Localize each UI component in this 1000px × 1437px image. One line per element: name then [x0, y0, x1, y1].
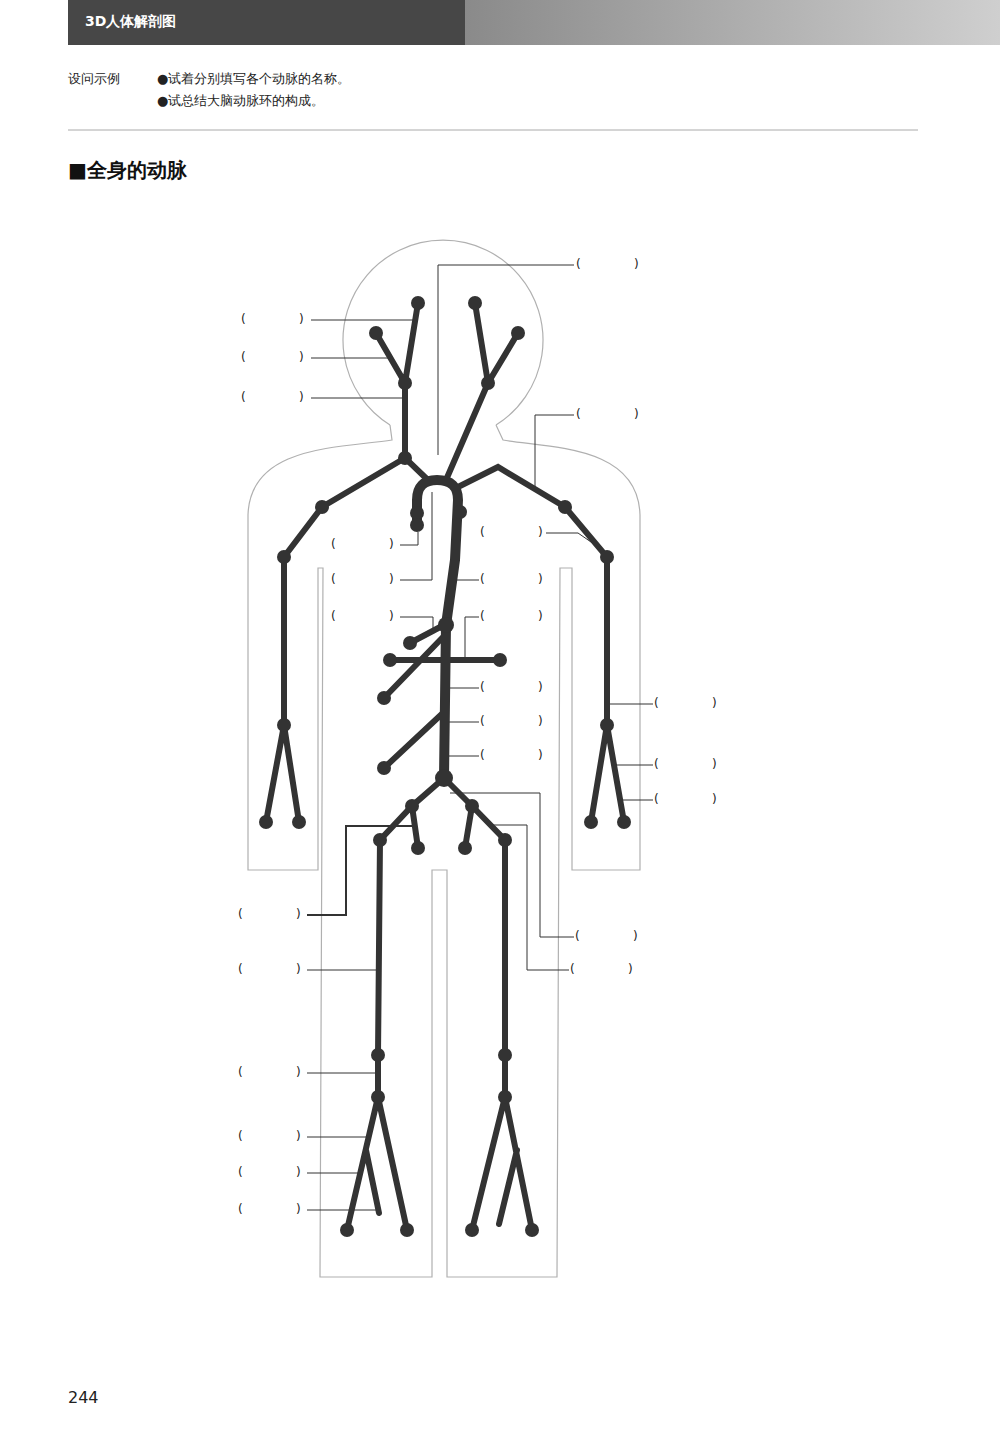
answer-blank: ( ) — [576, 407, 639, 421]
answer-blank: ( ) — [480, 609, 543, 623]
answer-blank: ( ) — [238, 1202, 301, 1216]
body-outline — [248, 240, 640, 1277]
answer-blank: ( ) — [480, 572, 543, 586]
answer-blank: ( ) — [480, 680, 543, 694]
question-text: ●试总结大脑动脉环的构成。 — [157, 93, 324, 109]
header-bar — [68, 0, 1000, 45]
question-text: ●试着分别填写各个动脉的名称。 — [157, 71, 350, 87]
artery-dots — [259, 296, 631, 1237]
answer-blank: ( ) — [654, 757, 717, 771]
answer-blank: ( ) — [238, 1065, 301, 1079]
answer-blank: ( ) — [654, 792, 717, 806]
answer-blank: ( ) — [241, 350, 304, 364]
answer-blank: ( ) — [576, 257, 639, 271]
page-number: 244 — [68, 1388, 99, 1407]
answer-blank: ( ) — [331, 537, 394, 551]
answer-blank: ( ) — [241, 312, 304, 326]
header-title: 3D人体解剖图 — [85, 13, 176, 30]
answer-blank: ( ) — [238, 907, 301, 921]
answer-blank: ( ) — [654, 696, 717, 710]
answer-blank: ( ) — [570, 962, 633, 976]
answer-blank: ( ) — [238, 1129, 301, 1143]
answer-blank: ( ) — [241, 390, 304, 404]
answer-blank: ( ) — [238, 962, 301, 976]
answer-blank: ( ) — [480, 525, 543, 539]
section-label: 设问示例 — [68, 71, 120, 87]
answer-blank: ( ) — [331, 609, 394, 623]
divider-line — [68, 130, 918, 131]
answer-blank: ( ) — [238, 1165, 301, 1179]
answer-blank: ( ) — [480, 748, 543, 762]
answer-blank: ( ) — [331, 572, 394, 586]
artery-lines — [266, 303, 624, 1230]
answer-blank: ( ) — [575, 929, 638, 943]
answer-blank: ( ) — [480, 714, 543, 728]
section-title: ■全身的动脉 — [68, 158, 187, 182]
leader-lines — [307, 265, 653, 1210]
